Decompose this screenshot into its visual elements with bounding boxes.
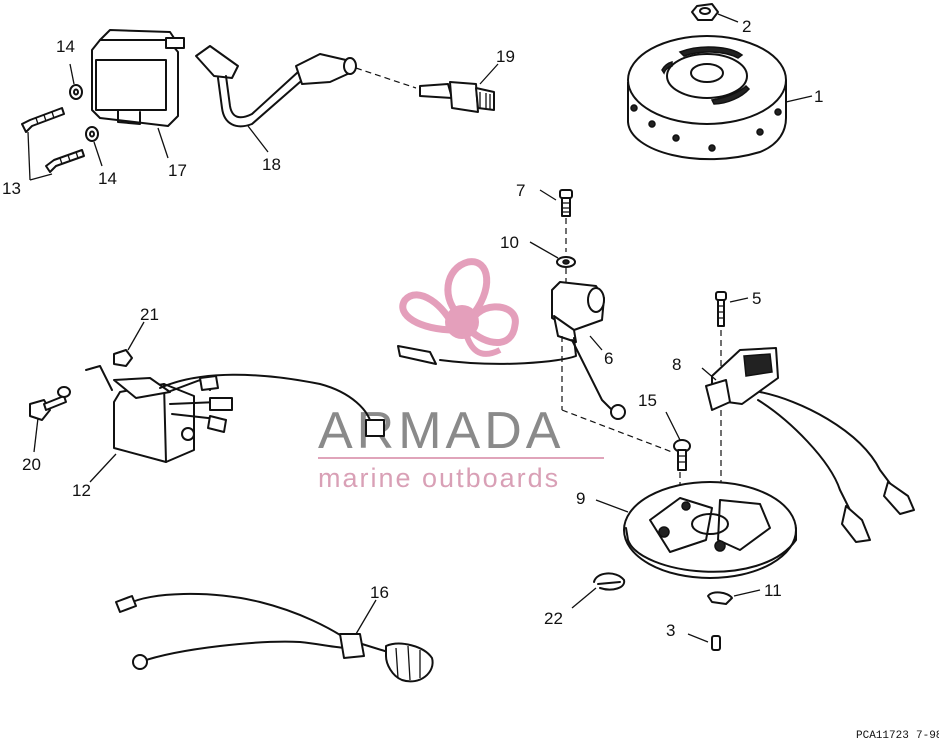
sensor-screw (715, 291, 727, 327)
callout-5: 5 (752, 289, 761, 308)
flywheel (627, 35, 787, 161)
flywheel-nut (691, 3, 719, 21)
wire-clip (707, 591, 733, 605)
small-screw (711, 635, 721, 651)
callout-14-lower: 14 (98, 169, 117, 188)
leader-lines (27, 13, 813, 643)
callout-13: 13 (2, 179, 21, 198)
callout-21: 21 (140, 305, 159, 324)
stator-screw (673, 439, 691, 471)
lead-to-plug-line (355, 67, 417, 89)
callout-10: 10 (500, 233, 519, 252)
ignition-coil (91, 29, 185, 127)
watermark-brand: ARMADA (318, 402, 564, 460)
screw-lower (45, 149, 85, 173)
callout-11: 11 (764, 581, 782, 600)
washer-lower (85, 126, 99, 142)
callout-7: 7 (516, 181, 525, 200)
power-pack-washer (57, 386, 71, 398)
charge-coil-washer (556, 256, 576, 268)
watermark-propeller-logo (399, 258, 519, 357)
callout-14-upper: 14 (56, 37, 75, 56)
callout-8: 8 (672, 355, 681, 374)
callout-19: 19 (496, 47, 515, 66)
callout-17: 17 (168, 161, 187, 180)
callout-2: 2 (742, 17, 751, 36)
drawing-date: 7-98 (916, 730, 939, 741)
callout-18: 18 (262, 155, 281, 174)
watermark-tagline: marine outboards (318, 463, 560, 493)
callout-9: 9 (576, 489, 585, 508)
retainer-clip (593, 572, 626, 591)
callout-20: 20 (22, 455, 41, 474)
callout-1: 1 (814, 87, 823, 106)
washer-upper (69, 84, 83, 100)
spark-plug (419, 81, 495, 113)
power-pack-screw (29, 395, 67, 421)
callout-3: 3 (666, 621, 675, 640)
wiring-harness (115, 593, 434, 683)
callout-6: 6 (604, 349, 613, 368)
charge-coil-screw (559, 189, 573, 217)
callout-12: 12 (72, 481, 91, 500)
charge-coil (397, 281, 626, 420)
callout-15: 15 (638, 391, 657, 410)
callout-16: 16 (370, 583, 389, 602)
power-pack-nut (113, 349, 133, 367)
screw-upper (21, 107, 65, 133)
callout-22: 22 (544, 609, 563, 628)
drawing-code: PCA11723 (856, 730, 909, 741)
sensor-coil (705, 347, 915, 543)
spark-plug-lead (195, 45, 357, 128)
stator-plate (623, 481, 797, 579)
power-pack (85, 365, 385, 463)
